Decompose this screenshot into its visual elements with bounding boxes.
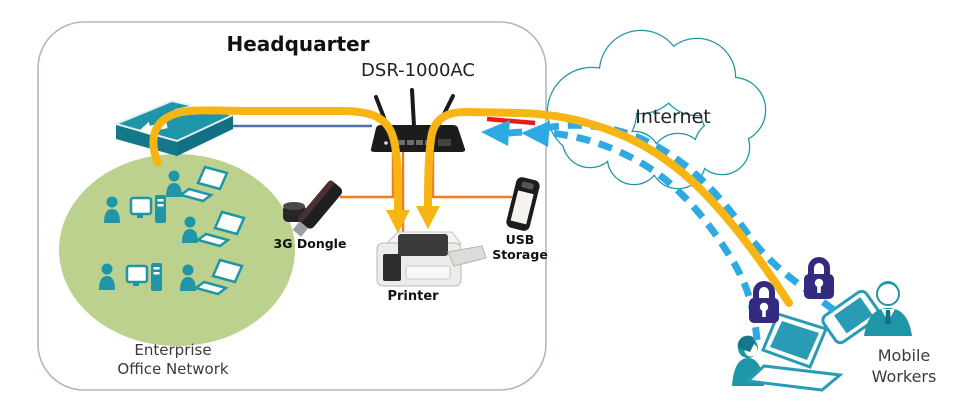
mobile-worker-woman-icon [732,335,764,386]
usb-storage-link-line [431,150,512,199]
data-flow-arrowhead-icon [386,210,410,233]
router-model-label: DSR-1000AC [361,60,475,81]
vpn-tunnels-group [507,121,845,341]
data-flow-arrowhead-icon [416,206,440,229]
printer-label: Printer [387,289,439,304]
data-flow-lan-line [149,106,402,216]
padlock-icon [804,260,834,299]
dongle-label: 3G Dongle [273,236,347,251]
mobile-worker-man-icon [864,281,912,336]
router-antenna-icon [410,88,416,128]
usb-links-group [340,150,512,240]
vpn-arrowhead-icon [481,120,510,146]
vpn-arrowhead-icon [521,121,550,147]
tablet-icon [821,289,881,345]
vpn-tunnel-line [507,128,761,341]
dongle-link-line [340,150,395,199]
vpn-tunnel-line [544,121,845,319]
mobile-workers-label: Mobile Workers [871,346,937,386]
padlock-icon [749,284,779,323]
dongle-icon [283,180,343,237]
printer-icon [376,231,487,287]
internet-cloud [546,29,767,190]
usb-storage-icon [506,177,540,231]
mobile-workers-group [732,281,912,392]
enterprise-network-circle [59,154,295,346]
headquarter-title: Headquarter [226,32,370,56]
data-flow-wan-line [424,107,793,307]
enterprise-network-label: Enterprise Office Network [117,341,229,378]
data-flow-group [149,106,793,307]
laptop-icon [744,312,844,392]
usb-storage-label: USB Storage [492,232,548,262]
internet-label: Internet [635,106,711,128]
wan-mark-line [486,116,536,126]
